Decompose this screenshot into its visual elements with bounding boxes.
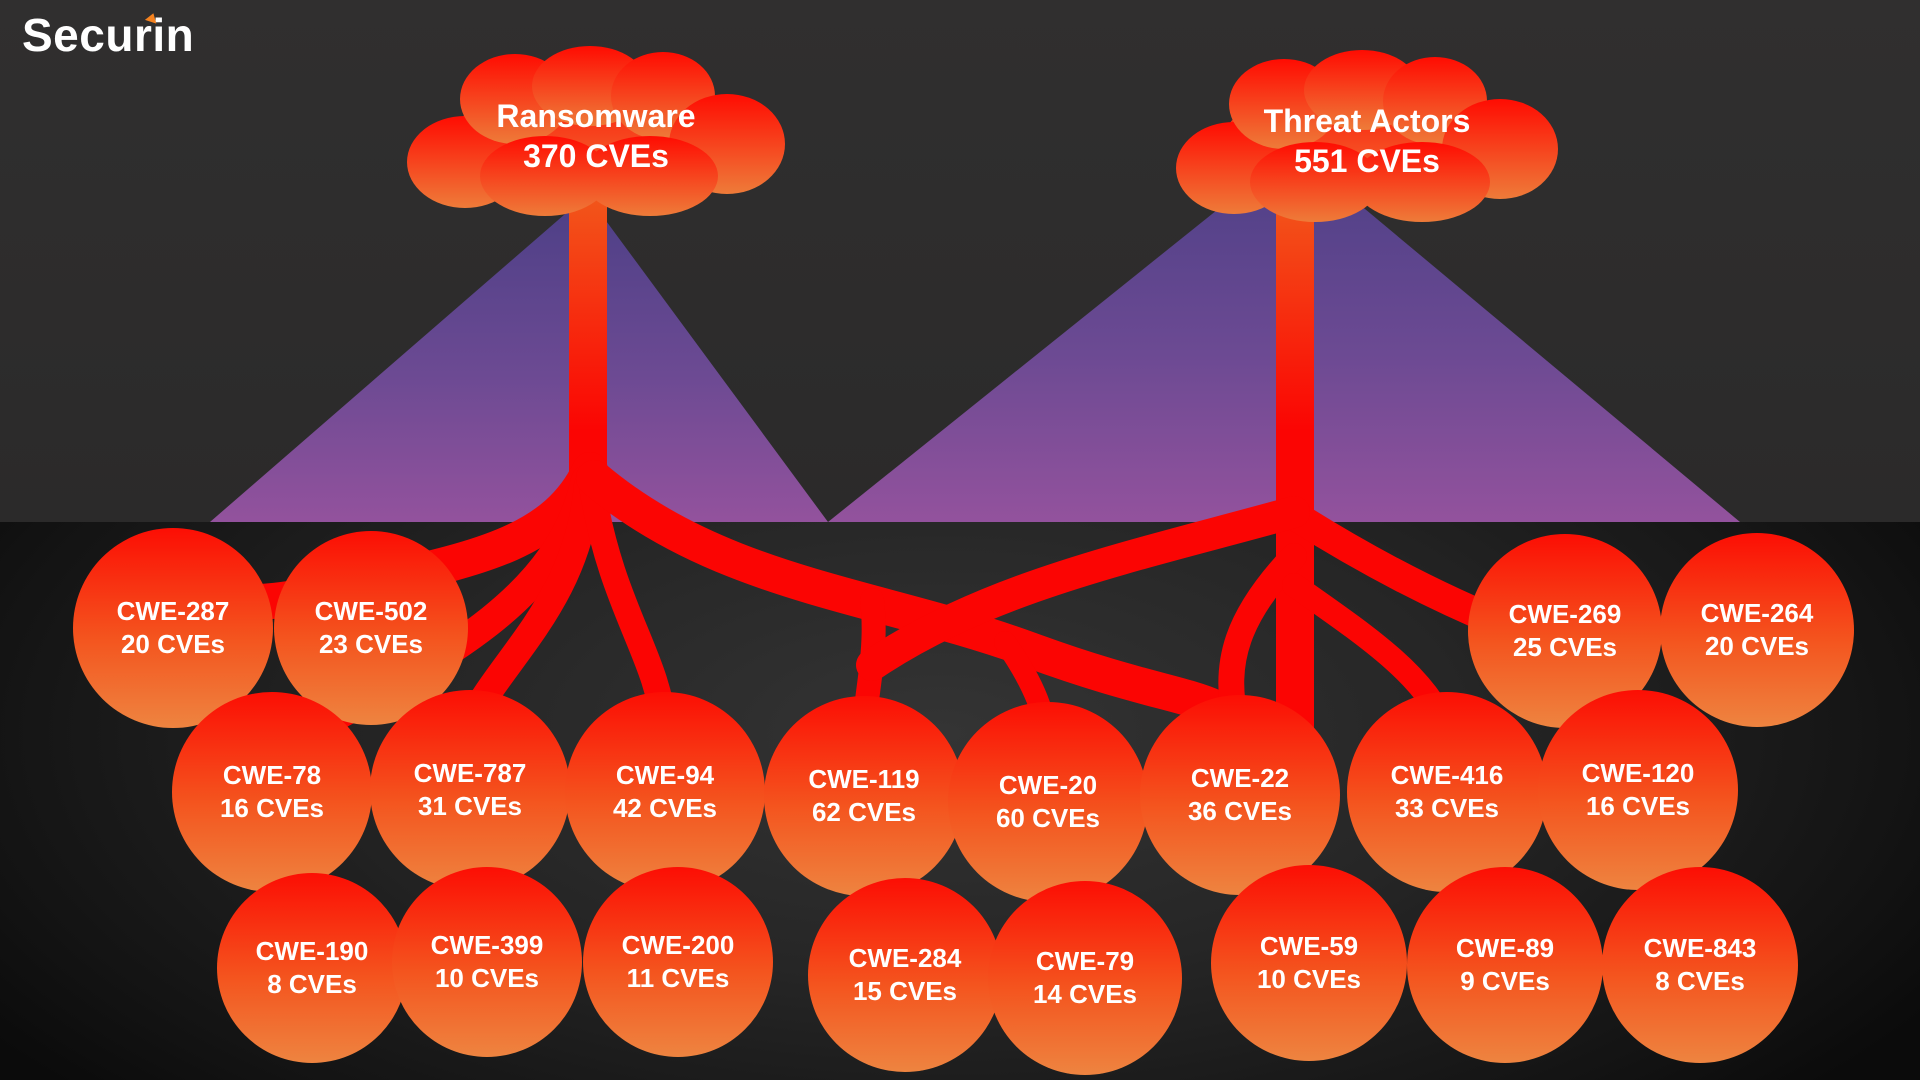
securin-logo: Securin [22, 8, 194, 62]
cwe-node-label: CWE-502 [314, 595, 428, 626]
cwe-node-cve-count: 42 CVEs [612, 793, 718, 823]
threat-actors-cve-count: 551 CVEs [1294, 143, 1440, 179]
cwe-node-cve-count: 20 CVEs [1704, 631, 1810, 661]
cwe-node-cve-count: 16 CVEs [219, 793, 325, 823]
threat-actors-label: Threat Actors [1263, 103, 1471, 139]
cwe-node-label: CWE-399 [430, 929, 544, 960]
cwe-node-label: CWE-119 [808, 763, 920, 794]
cwe-node-label: CWE-22 [1190, 762, 1290, 793]
ransomware-cve-count: 370 CVEs [523, 138, 669, 174]
cwe-node-cve-count: 23 CVEs [318, 629, 424, 659]
cwe-node-label: CWE-843 [1643, 932, 1757, 963]
cwe-node-cve-count: 8 CVEs [1655, 966, 1745, 996]
cwe-node-cve-count: 11 CVEs [626, 963, 730, 993]
ransomware-cloud: Ransomware 370 CVEs [405, 44, 787, 222]
cwe-node-cve-count: 10 CVEs [1256, 964, 1362, 994]
cwe-node-cve-count: 62 CVEs [811, 797, 917, 827]
cwe-node-label: CWE-200 [621, 929, 735, 960]
threat-actors-cloud-label: Threat Actors 551 CVEs [1172, 48, 1562, 228]
cwe-node-cve-count: 9 CVEs [1460, 966, 1550, 996]
cwe-node-label: CWE-78 [222, 759, 322, 790]
ransomware-label: Ransomware [496, 98, 696, 134]
cwe-node-label: CWE-787 [413, 757, 527, 788]
cwe-node-label: CWE-89 [1455, 932, 1555, 963]
threat-actors-cloud: Threat Actors 551 CVEs [1172, 48, 1562, 228]
cwe-node-cve-count: 15 CVEs [852, 976, 958, 1006]
cwe-node-label: CWE-59 [1259, 930, 1359, 961]
cwe-node-cve-count: 10 CVEs [434, 963, 540, 993]
cwe-node-label: CWE-94 [615, 759, 715, 790]
cwe-node-cve-count: 20 CVEs [120, 629, 226, 659]
root-threat-long-left [856, 496, 1310, 681]
securin-logo-text: Securin [22, 9, 195, 61]
cwe-node-cve-count: 31 CVEs [417, 791, 523, 821]
cwe-node-cve-count: 25 CVEs [1512, 632, 1618, 662]
cwe-node-label: CWE-284 [848, 942, 962, 973]
cwe-node-cve-count: 8 CVEs [267, 969, 357, 999]
threat-actors-cloud-shape [1176, 50, 1558, 222]
ransomware-cloud-shape [407, 46, 785, 216]
cwe-node-cve-count: 33 CVEs [1394, 793, 1500, 823]
cwe-node-cve-count: 36 CVEs [1187, 796, 1293, 826]
cwe-node-label: CWE-269 [1508, 598, 1622, 629]
cwe-node-label: CWE-20 [998, 769, 1098, 800]
cwe-node-label: CWE-287 [116, 595, 230, 626]
ransomware-cloud-label: Ransomware 370 CVEs [405, 44, 787, 222]
cwe-node-label: CWE-120 [1581, 757, 1695, 788]
cwe-node-cve-count: 14 CVEs [1032, 979, 1138, 1009]
cwe-node-cve-count: 16 CVEs [1585, 791, 1691, 821]
cwe-node-label: CWE-416 [1390, 759, 1504, 790]
cwe-node-label: CWE-79 [1035, 945, 1135, 976]
cwe-node-label: CWE-190 [255, 935, 369, 966]
cwe-node-label: CWE-264 [1700, 597, 1814, 628]
cwe-node-cve-count: 60 CVEs [995, 803, 1101, 833]
